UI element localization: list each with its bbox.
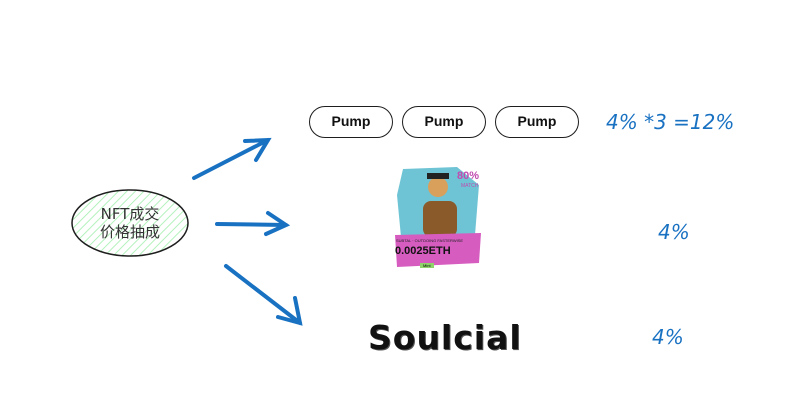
center-node-label: NFT成交 价格抽成 xyxy=(70,205,190,241)
nft-discount: 80% xyxy=(457,170,480,182)
nft-illustration xyxy=(395,167,481,267)
pump-rate: 4% *3 =12% xyxy=(606,110,735,134)
arrow-to-soulcial xyxy=(224,264,303,326)
center-node-line1: NFT成交 xyxy=(100,205,160,223)
soulcial-rate: 4% xyxy=(652,325,684,349)
nft-card-image: 80% MATCH SUBTAL · OUTDOING FASTERWISE 0… xyxy=(393,165,485,271)
nft-subtitle: MATCH xyxy=(461,183,479,189)
center-node-line2: 价格抽成 xyxy=(99,223,160,241)
soulcial-logo: Soulcial xyxy=(368,318,522,357)
nft-mint-tag: Mint xyxy=(420,263,434,268)
nft-caption: SUBTAL · OUTDOING FASTERWISE xyxy=(396,238,464,243)
arrow-to-nft xyxy=(215,211,291,236)
center-node-ellipse xyxy=(71,189,189,257)
nft-price: 0.0025ETH xyxy=(395,245,451,257)
pump-button-1[interactable]: Pump xyxy=(309,106,393,138)
pump-button-2[interactable]: Pump xyxy=(402,106,486,138)
pump-button-3[interactable]: Pump xyxy=(495,106,579,138)
nft-rate: 4% xyxy=(658,220,690,244)
arrow-to-pump xyxy=(192,137,272,180)
